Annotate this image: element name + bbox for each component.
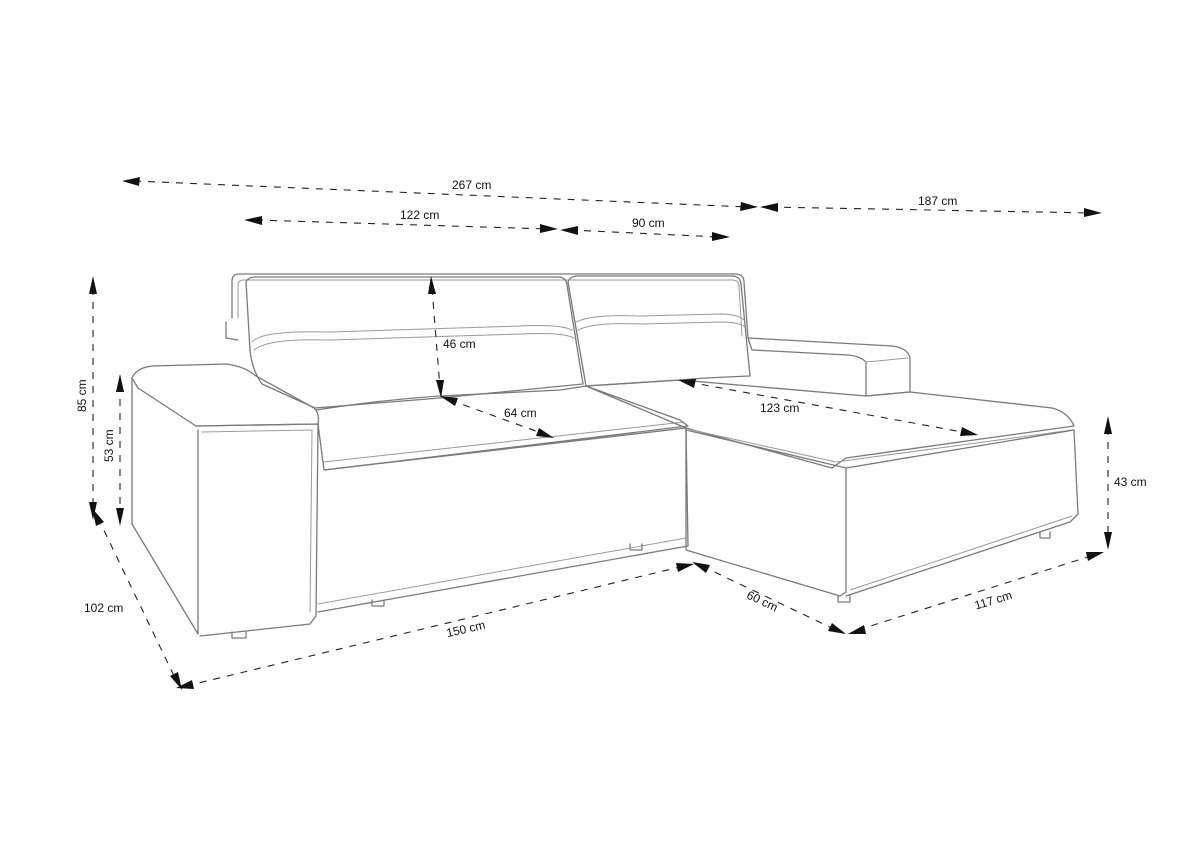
- chaise-foot-right: [1039, 531, 1051, 539]
- left-armrest-top: [131, 363, 320, 427]
- main-foot-left: [371, 599, 385, 607]
- left-foot: [231, 631, 247, 639]
- left-back-cushion-seam: [251, 325, 573, 343]
- back-frame-inner: [237, 279, 743, 337]
- chaise-front: [685, 427, 847, 597]
- label-armrest-height: 53 cm: [102, 429, 116, 462]
- back-frame: [231, 273, 749, 339]
- dim-chaise-length: [760, 203, 1102, 217]
- sofa-drawing: [131, 273, 1079, 639]
- dim-total-height: [89, 276, 97, 520]
- label-chaise-front-width: 60 cm: [745, 588, 781, 615]
- dim-seat-width-left: [244, 216, 558, 233]
- right-back-cushion-seam: [575, 313, 745, 323]
- label-total-length: 267 cm: [452, 178, 491, 192]
- chaise-armrest-top: [865, 357, 909, 363]
- label-front-length: 150 cm: [445, 618, 486, 640]
- dim-chaise-height: [1104, 416, 1112, 550]
- main-seat-front: [317, 427, 689, 613]
- chaise-seat-piping: [691, 429, 1073, 463]
- dimension-labels: 267 cm 187 cm 122 cm 90 cm 46 cm 64 cm 1…: [75, 178, 1147, 640]
- right-back-cushion-seam-2: [577, 321, 747, 331]
- dim-armrest-height: [116, 374, 124, 526]
- dim-total-length: [122, 177, 758, 211]
- dim-chaise-seat-length: [678, 379, 978, 436]
- label-seat-width-left: 122 cm: [400, 208, 439, 222]
- right-back-cushion: [567, 275, 751, 387]
- main-seat-piping: [323, 421, 685, 463]
- left-armrest-front: [195, 423, 319, 637]
- chaise-seat-top: [585, 379, 1075, 469]
- chaise-side: [845, 429, 1079, 597]
- dim-chaise-side-length: [848, 552, 1104, 634]
- label-chaise-seat-length: 123 cm: [760, 401, 799, 415]
- label-seat-depth: 64 cm: [504, 406, 537, 420]
- left-armrest-front-inner: [201, 429, 313, 613]
- main-seat-top: [315, 385, 689, 471]
- label-total-height: 85 cm: [75, 379, 89, 412]
- label-chaise-length: 187 cm: [918, 194, 957, 208]
- left-armrest-side: [131, 377, 199, 635]
- dim-seat-depth: [440, 396, 554, 438]
- dim-backrest-height: [428, 276, 444, 398]
- label-sofa-depth: 102 cm: [84, 601, 123, 615]
- label-chaise-height: 43 cm: [1114, 475, 1147, 489]
- dim-seat-width-right: [560, 226, 730, 241]
- dim-front-length: [176, 563, 694, 689]
- main-foot-right: [629, 543, 643, 551]
- main-seat-lower-edge: [317, 537, 687, 605]
- chaise-side-lower-edge: [849, 515, 1073, 591]
- dim-sofa-depth: [92, 508, 182, 690]
- label-seat-width-right: 90 cm: [632, 216, 665, 230]
- left-back-cushion: [245, 276, 584, 409]
- chaise-foot: [837, 595, 851, 603]
- dim-chaise-front-width: [692, 562, 846, 634]
- back-side-stub: [225, 321, 239, 341]
- label-backrest-height: 46 cm: [443, 337, 476, 351]
- left-back-cushion-seam-2: [253, 333, 575, 351]
- dimension-lines: [89, 177, 1112, 690]
